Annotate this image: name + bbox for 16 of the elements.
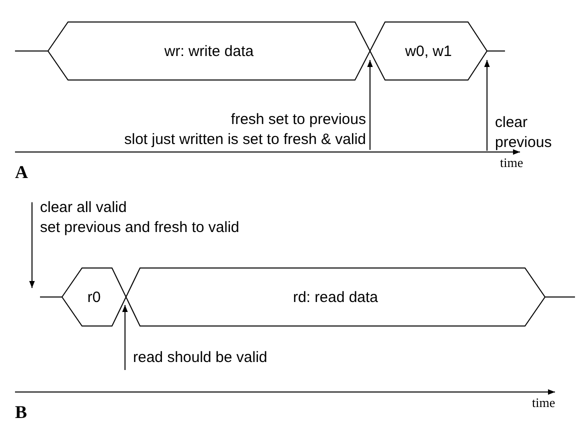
arrow [122,304,128,370]
bus-segment: r0 [62,268,126,326]
annotation-text: clear all valid [40,198,128,218]
arrow [367,60,373,150]
bus-segment: w0, w1 [370,22,487,80]
axis-label: time [532,395,556,411]
annotation-text: set previous and fresh to valid [40,218,240,238]
annotation-text: clear previous [495,113,570,155]
arrow [484,60,490,152]
annotation-text: slot just written is set to fresh & valid [123,130,366,150]
axis-label: time [500,155,524,171]
panel-letter: A [15,162,28,183]
annotation-text: read should be valid [133,348,333,370]
annotation-text: fresh set to previous [230,110,366,130]
panel-letter: B [15,402,28,423]
arrow [29,202,35,288]
